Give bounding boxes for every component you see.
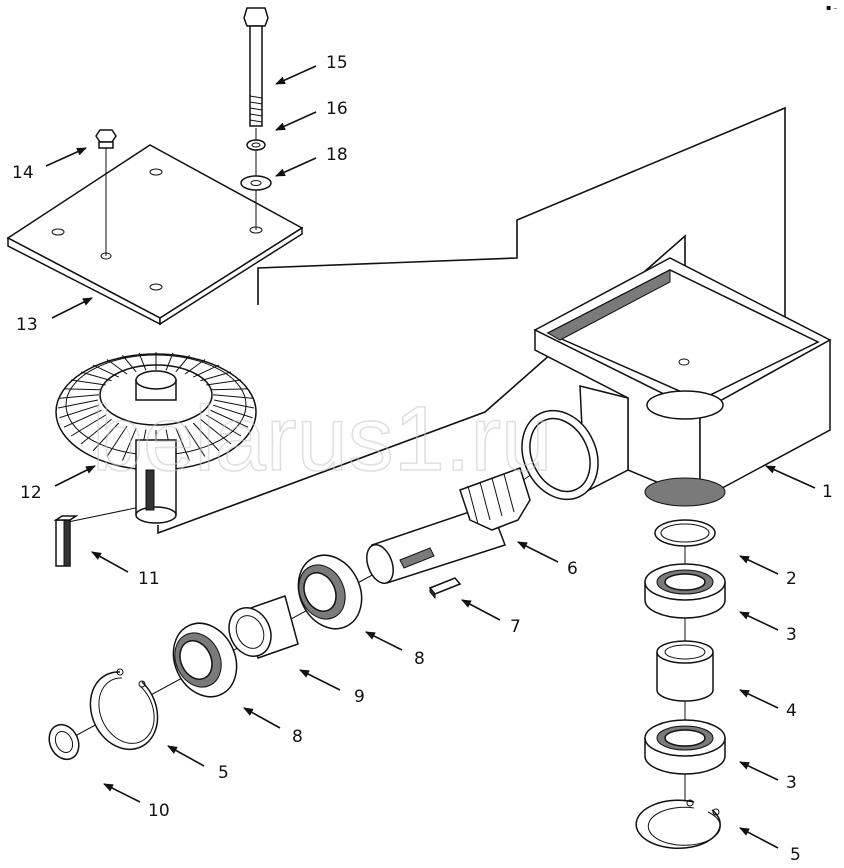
callout-11: 11 [138,569,160,589]
gear-tooth [80,371,112,382]
gear-tooth [122,355,137,373]
gear-tooth [192,422,220,452]
bearing-shaft-outer [172,622,238,698]
callout-7: 7 [510,617,521,637]
gear-tooth [175,427,190,461]
gear-tooth [205,414,242,437]
callout-13: 13 [16,315,38,335]
svg-text:▪﹣: ▪﹣ [826,3,839,12]
gear-tooth [59,394,99,399]
bearing-upper [644,563,726,619]
callout-2: 2 [786,569,797,589]
callout-4: 4 [786,701,797,721]
cover-plate [6,144,304,326]
callout-18: 18 [326,145,348,165]
callout-labels: 1 2 3 4 3 5 6 7 8 9 8 5 10 11 12 13 14 1… [12,53,833,865]
bevel-gear [55,352,257,524]
callout-14: 14 [12,163,34,183]
gear-tooth [57,399,99,409]
callout-5-vertical: 5 [790,845,801,865]
spring-washer [246,139,266,151]
gear-tooth [200,418,232,445]
gear-tooth [184,425,206,457]
watermark: belarus1.ru [92,388,552,490]
gear-tooth [106,359,128,375]
callout-8-upper: 8 [414,649,425,669]
gear-tooth [80,418,112,445]
gear-tooth [200,371,232,382]
callout-1: 1 [822,482,833,502]
callout-12: 12 [20,483,42,503]
gear-tooth [165,352,174,371]
gear-tooth [122,427,137,461]
o-ring [654,519,716,547]
gear-tooth [184,359,206,375]
gear-tooth [92,364,119,378]
callout-5-shaft: 5 [218,763,229,783]
callout-arrows [45,65,816,849]
gear-tooth [59,404,100,419]
callout-16: 16 [326,99,348,119]
gear-tooth [138,352,147,371]
callout-15: 15 [326,53,348,73]
gear-tooth [193,364,220,378]
gear-tooth [213,394,253,399]
callout-8-lower: 8 [292,727,303,747]
circlip-vertical [635,799,721,849]
callout-9: 9 [354,687,365,707]
gearbox-housing [521,257,832,507]
gear-tooth [206,379,241,386]
shaft-spacer [228,595,299,659]
gear-tooth [106,425,128,457]
callout-10: 10 [148,801,170,821]
spacer-sleeve [656,640,714,702]
bearing-lower [644,719,726,775]
gear-tooth [63,409,102,428]
gear-key [53,515,79,567]
circlip-shaft [89,668,159,751]
callout-3-lower: 3 [786,773,797,793]
gear-tooth [212,404,253,419]
gear-tooth [70,414,107,437]
bolt [243,7,269,230]
gear-tooth [210,388,249,391]
lock-washer [48,723,80,761]
bearing-shaft-inner [297,554,363,630]
gear-tooth [92,422,120,452]
callout-6: 6 [567,559,578,579]
gear-tooth [213,399,255,409]
gear-tooth [71,379,106,386]
shaft-key [428,577,462,600]
gear-tooth [210,409,249,428]
gear-tooth [175,355,190,373]
drain-plug [95,129,117,256]
pinion-shaft [366,467,531,584]
callout-3-upper: 3 [786,625,797,645]
gear-tooth [63,388,102,391]
flat-washer [240,175,272,191]
